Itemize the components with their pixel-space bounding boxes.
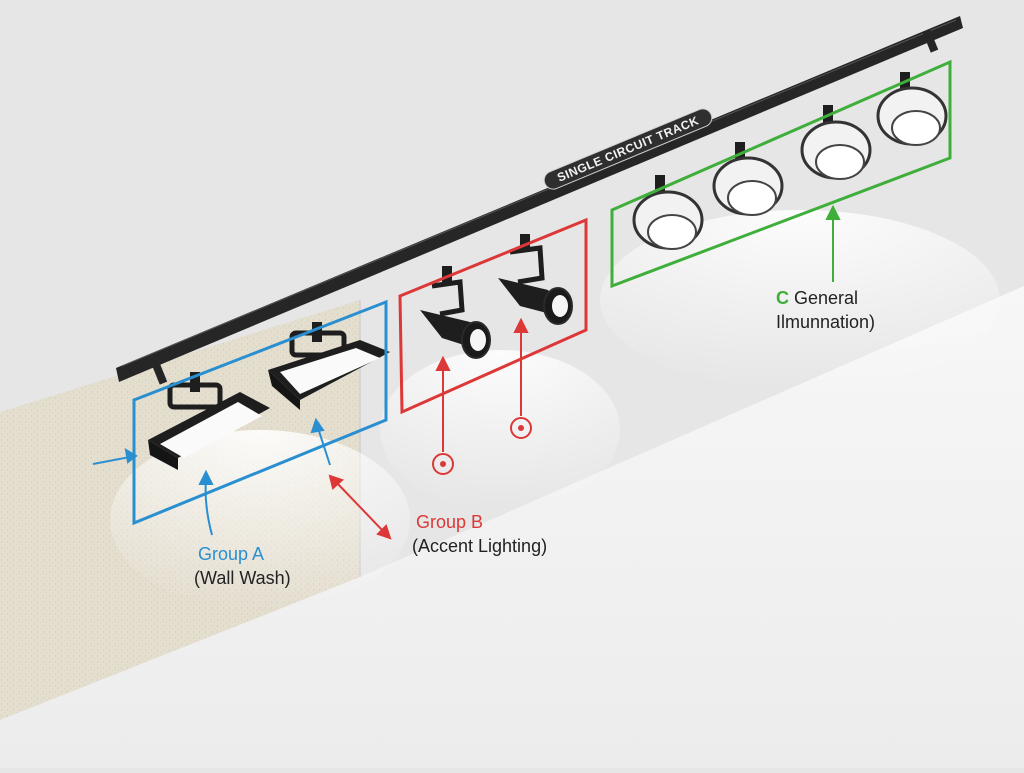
track-label: SINGLE CIRCUIT TRACK	[555, 113, 701, 184]
target-marker-1	[432, 453, 454, 475]
group-b-box	[398, 217, 588, 415]
group-c-letter: C	[776, 288, 789, 308]
floor-plane	[0, 286, 1024, 768]
spotlight-fixture-1	[420, 266, 491, 359]
round-downlight-1	[632, 175, 704, 250]
light-wash-a	[110, 430, 410, 610]
spotlight-fixture-2	[498, 234, 573, 325]
group-a-desc: (Wall Wash)	[194, 568, 291, 588]
group-b-desc: (Accent Lighting)	[412, 536, 548, 556]
light-wash-c	[600, 210, 1000, 390]
target-marker-2	[510, 417, 532, 439]
round-downlight-3	[800, 105, 872, 180]
light-wash-b	[380, 350, 620, 510]
group-a-name: Group A	[198, 544, 265, 564]
group-c-title: C General	[776, 288, 858, 308]
round-downlight-4	[876, 72, 948, 146]
group-c-desc: Ilmunnation)	[776, 312, 876, 332]
wall-wash-fixture-1	[148, 372, 270, 470]
group-c-arrow	[825, 204, 841, 282]
wall-wash-fixture-2	[268, 322, 390, 410]
group-a-arrows	[92, 417, 331, 536]
group-b-name: Group B	[416, 512, 484, 532]
group-c-name: General	[794, 288, 859, 308]
group-a-box	[132, 299, 388, 526]
group-c-box	[610, 59, 952, 289]
round-downlight-2	[712, 142, 784, 216]
group-b-arrows	[328, 317, 529, 540]
